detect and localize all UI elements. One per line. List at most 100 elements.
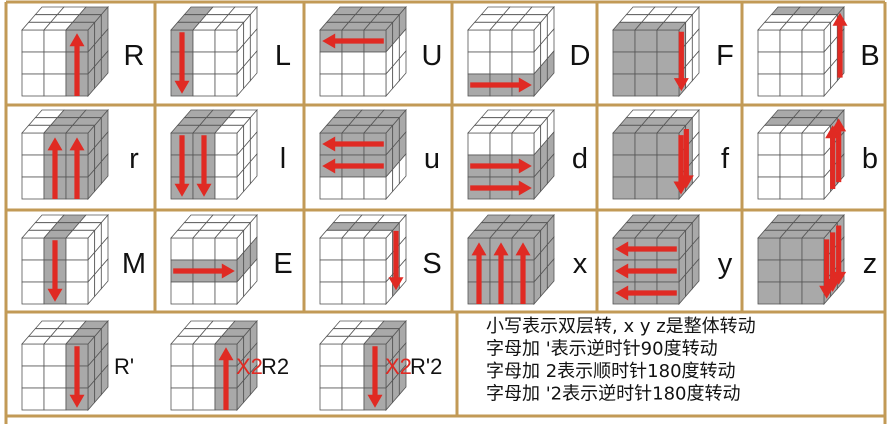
- front-sticker: [319, 281, 343, 305]
- top-sticker: [801, 124, 832, 134]
- front-sticker: [21, 132, 45, 156]
- arrow-icon: [174, 32, 190, 94]
- cube-z: [757, 213, 847, 306]
- front-sticker: [43, 29, 67, 53]
- front-sticker: [634, 132, 658, 156]
- cube-variant: [21, 319, 109, 412]
- top-sticker: [65, 21, 96, 31]
- front-sticker: [612, 176, 636, 200]
- move-label: d: [572, 143, 588, 175]
- front-sticker: [214, 73, 238, 97]
- front-sticker: [801, 237, 825, 261]
- top-sticker: [801, 21, 832, 31]
- arrow-icon: [615, 263, 677, 279]
- front-sticker: [21, 237, 45, 261]
- arrow-icon: [615, 285, 677, 301]
- top-sticker: [656, 21, 687, 31]
- arrow-icon: [218, 347, 234, 410]
- front-sticker: [757, 73, 781, 97]
- top-sticker: [801, 229, 832, 239]
- front-sticker: [214, 281, 238, 305]
- arrow-icon: [322, 33, 384, 49]
- arrow-icon: [69, 33, 85, 96]
- front-sticker: [65, 281, 89, 305]
- top-sticker: [65, 124, 96, 134]
- side-sticker: [398, 152, 407, 185]
- front-sticker: [341, 73, 365, 97]
- front-sticker: [43, 387, 67, 411]
- front-sticker: [363, 176, 387, 200]
- arrow-icon: [832, 12, 848, 78]
- arrow-icon: [825, 232, 841, 292]
- cube-l: [170, 108, 258, 201]
- front-sticker: [21, 29, 45, 53]
- front-sticker: [341, 387, 365, 411]
- front-sticker: [21, 387, 45, 411]
- move-label: R'2: [410, 354, 442, 379]
- front-sticker: [779, 132, 803, 156]
- front-sticker: [192, 343, 216, 367]
- cube-x: [467, 213, 555, 306]
- arrow-icon: [673, 135, 689, 195]
- front-sticker: [779, 281, 803, 305]
- front-sticker: [489, 29, 513, 53]
- front-sticker: [21, 73, 45, 97]
- note-line: 小写表示双层转, x y z是整体转动: [486, 316, 756, 337]
- top-sticker: [214, 229, 245, 239]
- front-sticker: [341, 51, 365, 75]
- side-sticker: [249, 363, 258, 396]
- cube-d: [467, 108, 555, 201]
- top-sticker: [363, 124, 394, 134]
- front-sticker: [21, 51, 45, 75]
- front-sticker: [319, 237, 343, 261]
- side-sticker: [691, 257, 700, 290]
- front-sticker: [467, 51, 491, 75]
- front-sticker: [634, 154, 658, 178]
- cube-S: [319, 213, 407, 306]
- arrow-icon: [819, 239, 835, 299]
- arrow-icon: [493, 242, 509, 304]
- arrow-icon: [825, 125, 841, 190]
- move-label: D: [570, 40, 591, 72]
- front-sticker: [192, 73, 216, 97]
- front-sticker: [656, 51, 680, 75]
- top-sticker: [511, 21, 542, 31]
- side-sticker: [398, 49, 407, 82]
- top-sticker: [363, 229, 394, 239]
- front-sticker: [511, 132, 535, 156]
- front-sticker: [319, 259, 343, 283]
- side-sticker: [100, 49, 109, 82]
- front-sticker: [214, 51, 238, 75]
- front-sticker: [214, 176, 238, 200]
- front-sticker: [801, 176, 825, 200]
- side-sticker: [100, 152, 109, 185]
- front-sticker: [757, 281, 781, 305]
- front-sticker: [341, 259, 365, 283]
- front-sticker: [757, 29, 781, 53]
- front-sticker: [757, 132, 781, 156]
- arrow-icon: [673, 31, 689, 92]
- front-sticker: [779, 51, 803, 75]
- arrow-icon: [174, 135, 190, 197]
- move-label: z: [863, 248, 878, 280]
- front-sticker: [341, 343, 365, 367]
- front-sticker: [363, 51, 387, 75]
- front-sticker: [612, 51, 636, 75]
- arrow-icon: [470, 77, 532, 93]
- arrow-icon: [471, 242, 487, 304]
- move-label: S: [422, 248, 441, 280]
- double-turn-marker: X2: [385, 354, 412, 379]
- front-sticker: [634, 29, 658, 53]
- front-sticker: [341, 281, 365, 305]
- front-sticker: [341, 176, 365, 200]
- front-sticker: [656, 154, 680, 178]
- front-sticker: [511, 29, 535, 53]
- front-sticker: [612, 29, 636, 53]
- front-sticker: [21, 281, 45, 305]
- top-sticker: [363, 21, 394, 31]
- cube-variant: [319, 319, 407, 412]
- front-sticker: [779, 73, 803, 97]
- front-sticker: [43, 365, 67, 389]
